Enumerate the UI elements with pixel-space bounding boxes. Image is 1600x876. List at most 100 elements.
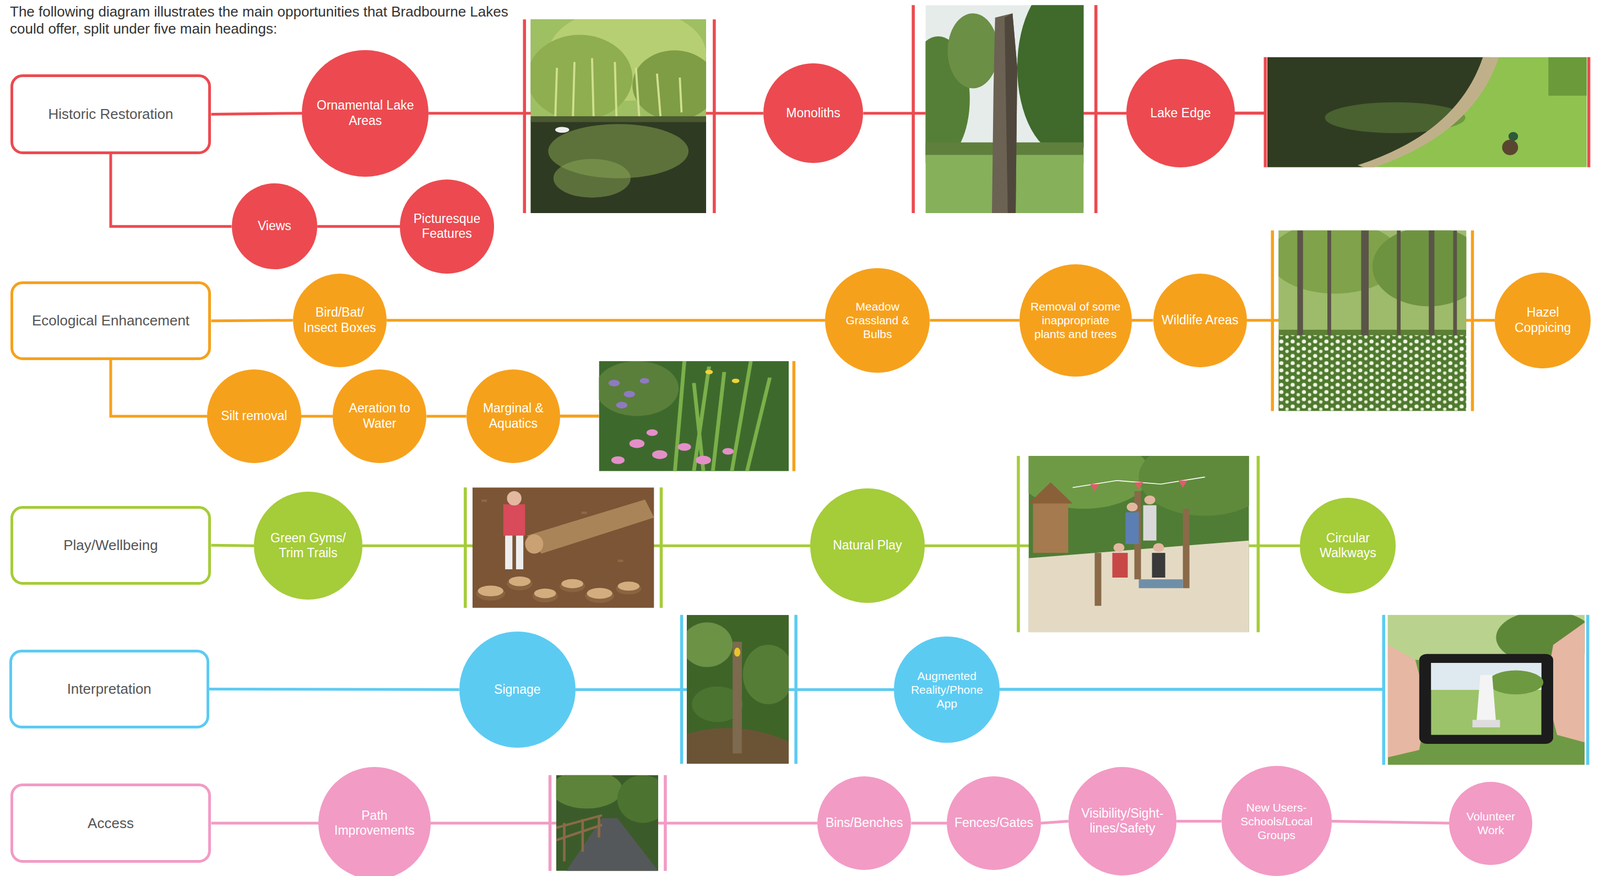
- natural-play-photo: [1113, 543, 1125, 553]
- natural-play-photo: [1126, 502, 1138, 512]
- lake-edge-photo: [1267, 57, 1587, 168]
- natural-play-photo: [1113, 495, 1165, 553]
- node-label: Removal of some inappropriate plants and…: [1027, 299, 1124, 342]
- topic-circle: Wildlife Areas: [1153, 273, 1247, 368]
- photo-frame-bar: [463, 487, 468, 609]
- flowers-photo: [623, 391, 636, 398]
- connector-line: [110, 360, 208, 417]
- photo-frame-bar: [465, 4, 1589, 871]
- natural-play-photo: [1134, 482, 1144, 490]
- trim-trail-photo: [481, 499, 487, 502]
- photo-frame-bar: [548, 775, 552, 872]
- heading-box: Play/Wellbeing: [10, 506, 212, 585]
- photo-frame-bar: [1586, 615, 1590, 766]
- monolith-photo: [1004, 13, 1018, 214]
- topic-circle: Augmented Reality/Phone App: [893, 636, 1000, 743]
- connector-line: [929, 318, 1020, 322]
- lake-edge-photo: [1501, 139, 1518, 156]
- signpost-photo: [681, 615, 795, 764]
- path-photo: [550, 770, 623, 810]
- node-label: Path Improvements: [326, 808, 423, 839]
- trim-trail-photo: [472, 487, 655, 609]
- node-label: Interpretation: [67, 680, 152, 698]
- photo-frame-bar: [663, 775, 667, 872]
- node-label: Visibility/Sight-lines/Safety: [1076, 806, 1170, 837]
- connector-line: [210, 113, 302, 115]
- trim-trail-photo: [617, 581, 640, 591]
- phone-app-photo: [1472, 719, 1500, 728]
- topic-circle: Removal of some inappropriate plants and…: [1019, 264, 1132, 377]
- connector-line: [910, 822, 947, 826]
- flowers-photo: [616, 402, 628, 409]
- node-label: Bird/Bat/ Insect Boxes: [299, 305, 381, 336]
- trim-trail-photo: [561, 579, 584, 589]
- node-label: Views: [257, 218, 292, 235]
- topic-circle: Bird/Bat/ Insect Boxes: [293, 273, 387, 368]
- photo-frame-bar: [1264, 57, 1268, 168]
- flowers-photo: [722, 448, 735, 455]
- heading-box: Historic Restoration: [10, 74, 212, 155]
- trim-trail-photo: [506, 491, 522, 506]
- node-label: Circular Walkways: [1306, 530, 1390, 562]
- woodland-photo: [1327, 230, 1332, 343]
- node-label: Natural Play: [832, 538, 902, 554]
- connector-line: [1040, 821, 1069, 824]
- natural-play-photo: [1183, 508, 1190, 589]
- node-label: Silt removal: [220, 408, 287, 425]
- topic-circle: Aeration to Water: [332, 369, 427, 464]
- path-photo: [566, 818, 659, 872]
- stub-line: [989, 687, 1384, 692]
- woodland-photo: [1278, 335, 1467, 412]
- connector-line: [210, 544, 254, 548]
- flowers-photo: [652, 450, 668, 460]
- path-photo: [581, 819, 585, 853]
- monolith-photo: [991, 13, 1018, 214]
- node-label: Marginal & Aquatics: [473, 400, 555, 432]
- trim-trail-photo: [475, 577, 642, 604]
- node-label: Ornamental Lake Areas: [310, 98, 420, 129]
- connector-line: [210, 318, 293, 323]
- topic-circle: Monoliths: [763, 63, 864, 164]
- photo-frame-bar: [712, 19, 717, 214]
- connector-line: [317, 225, 400, 229]
- natural-play-photo: [1125, 512, 1140, 545]
- photo-frame-bar: [911, 4, 915, 214]
- node-label: Ecological Enhancement: [31, 312, 190, 330]
- node-label: New Users- Schools/Local Groups: [1229, 800, 1325, 843]
- node-label: Hazel Coppicing: [1501, 305, 1585, 336]
- signpost-photo: [681, 622, 734, 667]
- topic-circle: Fences/Gates: [946, 776, 1041, 871]
- node-label: Meadow Grassland & Bulbs: [832, 299, 923, 342]
- topic-circle: New Users- Schools/Local Groups: [1221, 766, 1332, 876]
- phone-app-photo: [1387, 610, 1595, 766]
- flowers-photo: [595, 361, 680, 417]
- photo-frame-bar: [1381, 615, 1386, 766]
- trim-trail-photo: [527, 499, 655, 554]
- connector-line: [386, 318, 826, 322]
- connector-line: [110, 154, 232, 227]
- stub-line: [1229, 111, 1266, 116]
- topic-circle: Green Gyms/ Trim Trails: [253, 491, 362, 600]
- flowers-photo: [611, 456, 625, 465]
- node-label: Volunteer Work: [1455, 809, 1527, 838]
- heading-box: Interpretation: [9, 649, 210, 729]
- monolith-photo: [906, 0, 1113, 214]
- signpost-photo: [734, 647, 741, 657]
- connector-line: [210, 822, 319, 826]
- node-label: Augmented Reality/Phone App: [901, 669, 993, 712]
- natural-play-photo: [1028, 482, 1073, 504]
- phone-app-photo: [1476, 675, 1497, 724]
- lake-edge-photo: [1548, 57, 1587, 96]
- photo-frame-bar: [522, 19, 526, 214]
- node-label: Green Gyms/ Trim Trails: [261, 530, 355, 562]
- trim-trail-photo: [581, 511, 588, 514]
- topic-circle: Silt removal: [207, 369, 301, 464]
- natural-play-photo: [1017, 438, 1271, 633]
- trim-trail-photo: [472, 487, 655, 609]
- lake-edge-photo: [1508, 132, 1518, 141]
- flowers-photo: [608, 378, 650, 409]
- willow-photo: [555, 127, 569, 134]
- topic-circle: Picturesque Features: [399, 179, 494, 274]
- node-label: Signage: [494, 682, 541, 698]
